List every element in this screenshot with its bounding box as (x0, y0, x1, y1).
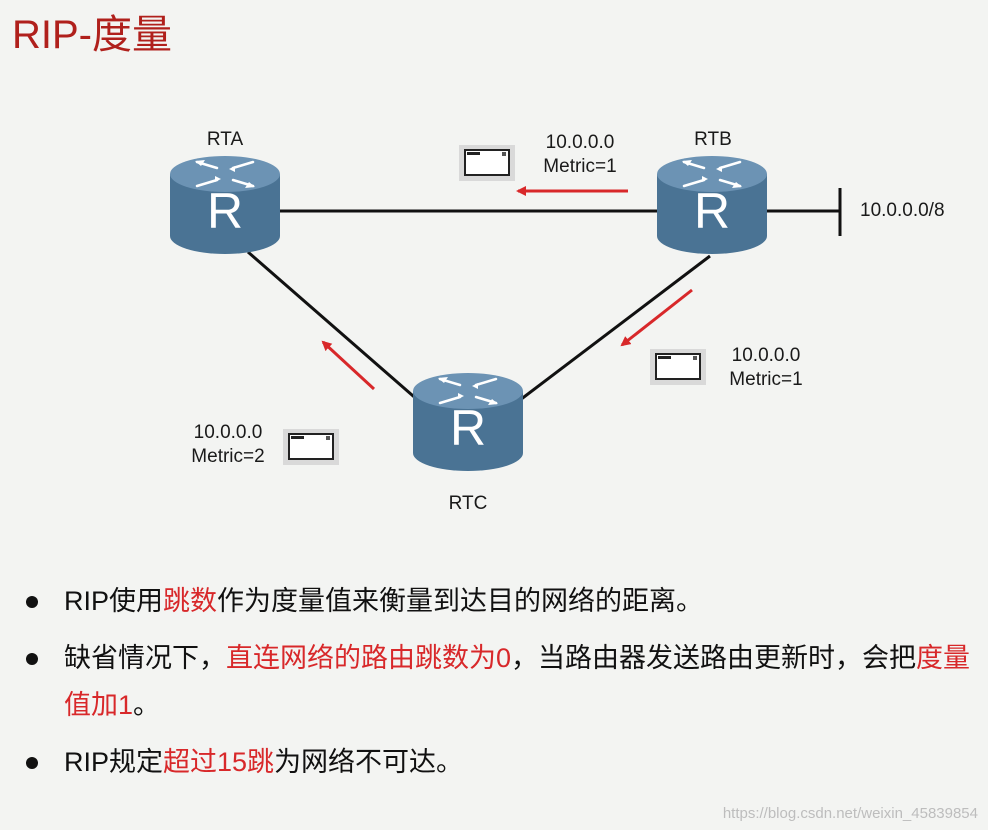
router-label-rta: RTA (206, 129, 244, 150)
packet-icon-rtc-rta (282, 428, 340, 466)
bullet-dot-icon (26, 596, 38, 608)
link-rtb-rtc (519, 254, 711, 402)
update-metric: Metric=1 (543, 156, 617, 177)
update-network: 10.0.0.0 (731, 345, 801, 366)
watermark: https://blog.csdn.net/weixin_45839854 (722, 805, 978, 822)
arrow-rtc-to-rta (321, 340, 376, 391)
update-rtb-rta: 10.0.0.0 Metric=1 (528, 131, 632, 179)
update-rtb-rtc: 10.0.0.0 Metric=1 (714, 344, 818, 392)
bullet-dot-icon (26, 757, 38, 769)
router-rtb-icon (655, 154, 769, 256)
bullet-item: RIP使用跳数作为度量值来衡量到达目的网络的距离。 (26, 578, 976, 625)
router-rta-icon (168, 154, 282, 256)
packet-icon-rtb-rta (458, 144, 516, 182)
bullet-list: RIP使用跳数作为度量值来衡量到达目的网络的距离。 缺省情况下，直连网络的路由跳… (26, 578, 976, 796)
router-rtc-icon (411, 371, 525, 473)
bullet-dot-icon (26, 653, 38, 665)
router-label-rtb: RTB (694, 129, 732, 150)
bullet-text: 缺省情况下，直连网络的路由跳数为0，当路由器发送路由更新时，会把度量值加1。 (64, 643, 971, 720)
network-label: 10.0.0.0/8 (860, 200, 945, 221)
bullet-text: RIP使用跳数作为度量值来衡量到达目的网络的距离。 (64, 586, 704, 616)
update-metric: Metric=2 (191, 446, 265, 467)
link-rta-rtc (247, 250, 421, 404)
router-label-rtc: RTC (448, 493, 488, 514)
packet-icon-rtb-rtc (649, 348, 707, 386)
update-network: 10.0.0.0 (545, 132, 615, 153)
network-diagram: R (168, 144, 842, 473)
update-network: 10.0.0.0 (193, 422, 263, 443)
bullet-item: RIP规定超过15跳为网络不可达。 (26, 739, 976, 786)
bullet-text: RIP规定超过15跳为网络不可达。 (64, 747, 464, 777)
page-title: RIP-度量 (12, 13, 172, 57)
bullet-item: 缺省情况下，直连网络的路由跳数为0，当路由器发送路由更新时，会把度量值加1。 (26, 635, 976, 729)
arrow-rtb-to-rtc (620, 288, 693, 347)
update-metric: Metric=1 (729, 369, 803, 390)
update-rtc-rta: 10.0.0.0 Metric=2 (176, 421, 280, 469)
